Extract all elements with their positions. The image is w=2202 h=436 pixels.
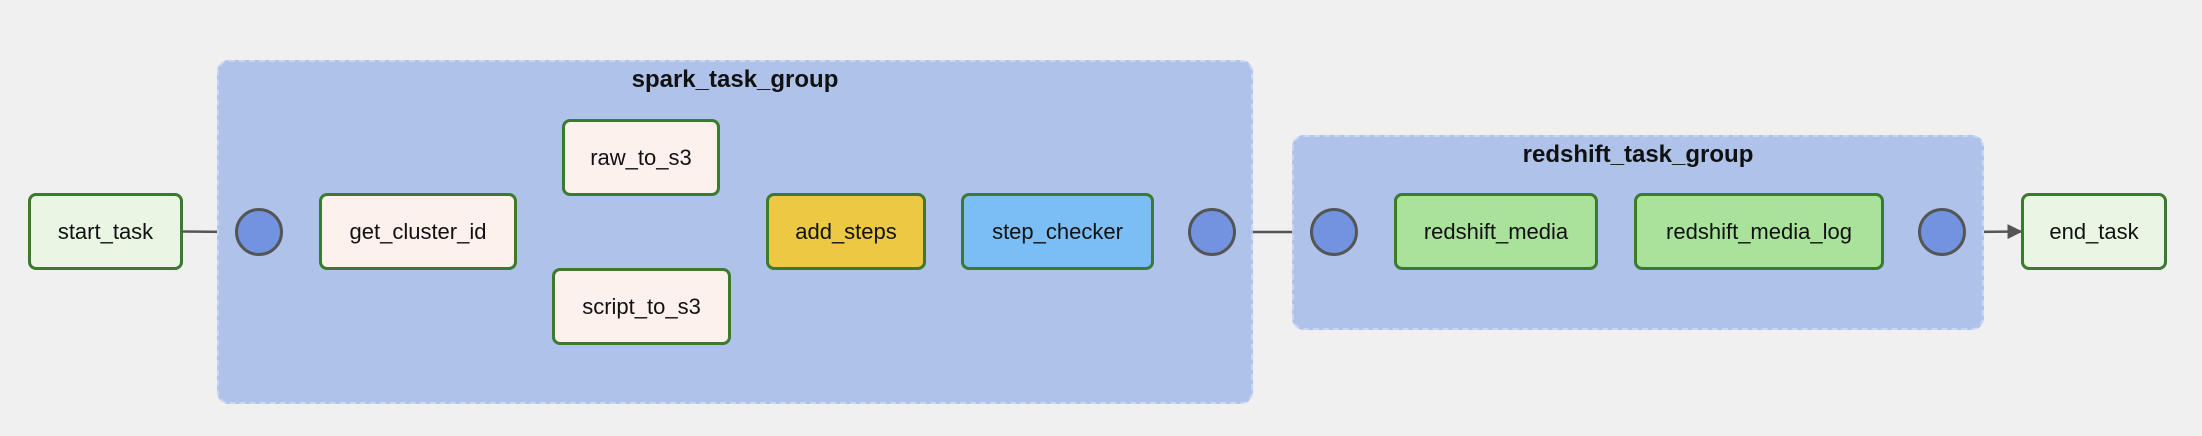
task-node-script-to-s3[interactable]: script_to_s3 <box>552 268 731 345</box>
group-join-node <box>1918 208 1966 256</box>
group-join-node <box>1310 208 1358 256</box>
task-node-get-cluster-id[interactable]: get_cluster_id <box>319 193 517 270</box>
task-node-start-task[interactable]: start_task <box>28 193 183 270</box>
task-node-step-checker[interactable]: step_checker <box>961 193 1154 270</box>
group-join-node <box>1188 208 1236 256</box>
task-node-raw-to-s3[interactable]: raw_to_s3 <box>562 119 720 196</box>
task-group-label: redshift_task_group <box>1522 141 1754 168</box>
task-group-label: spark_task_group <box>631 66 839 93</box>
task-node-end-task[interactable]: end_task <box>2021 193 2167 270</box>
task-node-redshift-media[interactable]: redshift_media <box>1394 193 1598 270</box>
group-join-node <box>235 208 283 256</box>
task-node-redshift-media-log[interactable]: redshift_media_log <box>1634 193 1884 270</box>
task-node-add-steps[interactable]: add_steps <box>766 193 926 270</box>
